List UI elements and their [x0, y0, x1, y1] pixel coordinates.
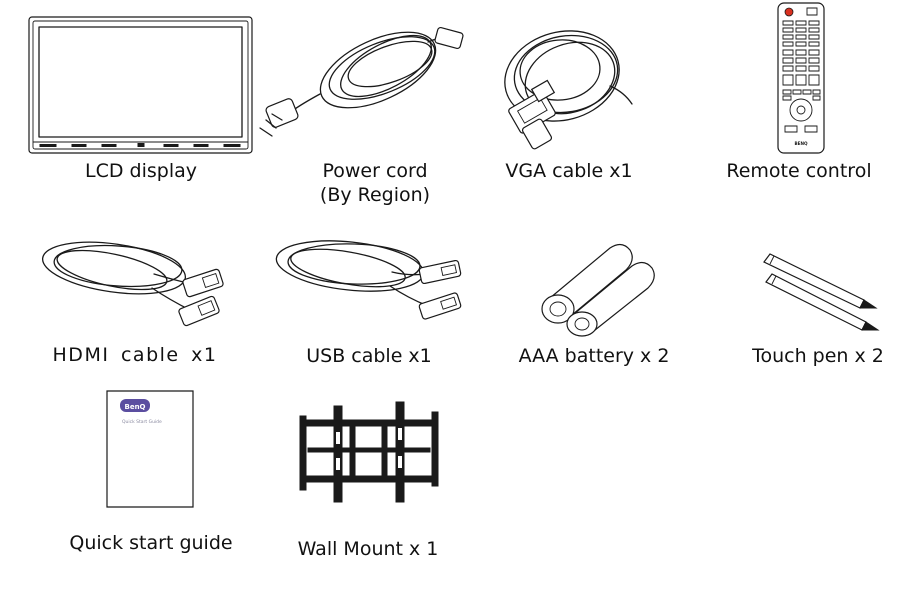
wall-mount-icon: [298, 398, 440, 510]
usb-cable-icon: [268, 222, 472, 334]
remote-control-icon: BENQ: [777, 2, 825, 154]
lcd-display-label: LCD display: [85, 160, 197, 182]
power-cord-icon: [258, 10, 470, 136]
touch-pen-label: Touch pen x 2: [752, 345, 884, 367]
wall-mount-label: Wall Mount x 1: [297, 538, 439, 560]
touch-pen-icon: [760, 248, 886, 334]
vga-cable-icon: [490, 18, 640, 156]
power-cord-region-label: (By Region): [319, 184, 431, 206]
remote-brand-logo: BENQ: [794, 141, 808, 146]
hdmi-cable-label: HDMI cable x1: [52, 344, 218, 366]
quick-start-guide-label: Quick start guide: [69, 532, 233, 554]
lcd-display-icon: [28, 16, 253, 154]
remote-control-label: Remote control: [726, 160, 872, 182]
usb-cable-label: USB cable x1: [306, 345, 432, 367]
hdmi-cable-icon: [34, 222, 234, 334]
guide-title-text: Quick Start Guide: [122, 419, 162, 425]
vga-cable-label: VGA cable x1: [505, 160, 633, 182]
guide-brand-logo: BenQ: [124, 403, 145, 411]
quick-start-guide-icon: BenQ Quick Start Guide: [106, 390, 194, 508]
aaa-battery-label: AAA battery x 2: [518, 345, 670, 367]
aaa-battery-icon: [530, 236, 660, 336]
power-cord-label: Power cord: [322, 160, 428, 182]
